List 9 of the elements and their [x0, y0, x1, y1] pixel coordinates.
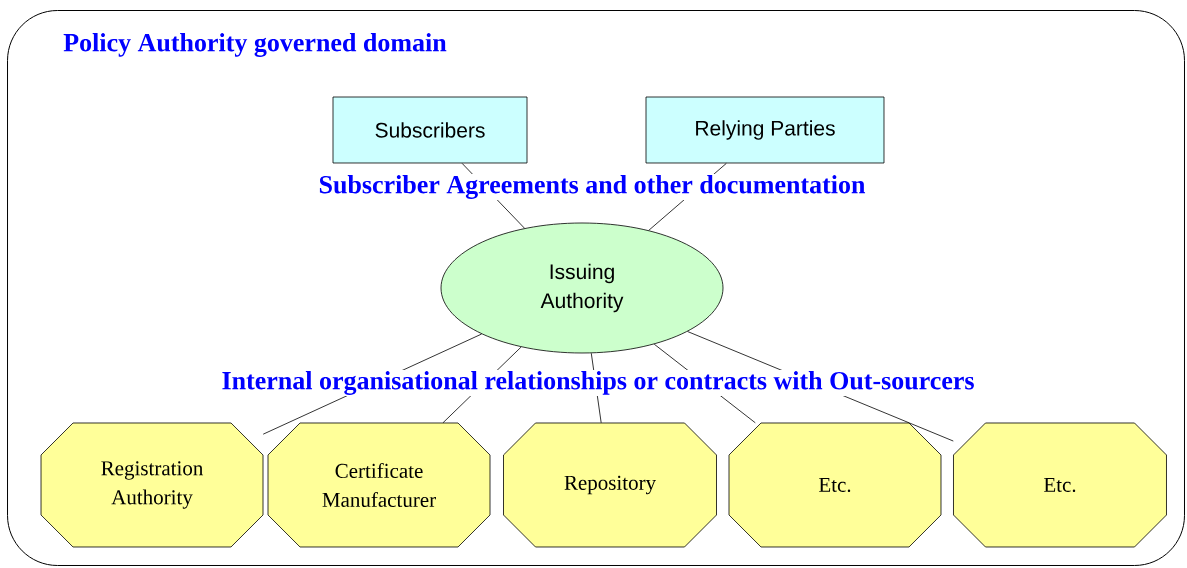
service-octagon: Registration Authority: [40, 422, 264, 548]
relationship-heading: Internal organisational relationships or contracts with Out-sourcers: [220, 370, 976, 396]
party-box: Subscribers: [332, 96, 528, 164]
service-octagon: Repository: [503, 422, 717, 548]
relationship-heading: Subscriber Agreements and other documentation: [317, 174, 867, 200]
party-box: Relying Parties: [645, 96, 885, 164]
service-octagon: Etc.: [728, 422, 942, 548]
service-octagon: Certificate Manufacturer: [267, 422, 491, 548]
service-octagon: Etc.: [953, 422, 1167, 548]
